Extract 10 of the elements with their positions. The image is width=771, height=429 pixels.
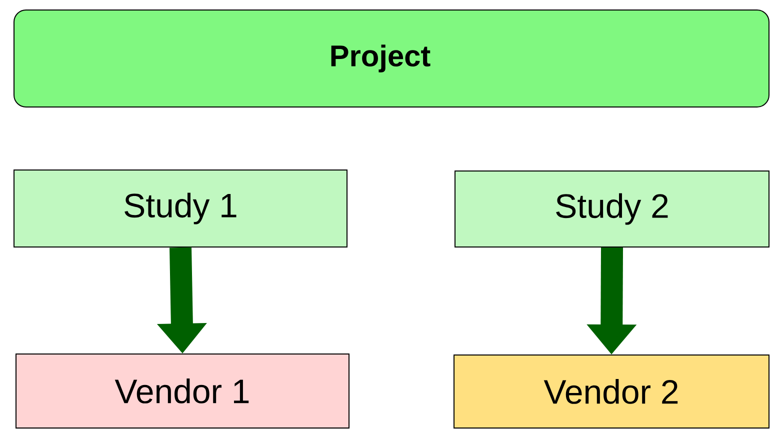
vendor-box (16, 354, 350, 428)
node-label: Study 2 (556, 193, 668, 225)
study-box (14, 170, 348, 248)
node-label: Project (331, 44, 430, 72)
node-label: Vendor 1 (114, 378, 249, 404)
header-box (14, 10, 770, 108)
vendor-box (454, 354, 770, 428)
study-box (454, 170, 770, 248)
node-label: Vendor 2 (544, 379, 678, 404)
node-label: Study 1 (124, 192, 236, 224)
